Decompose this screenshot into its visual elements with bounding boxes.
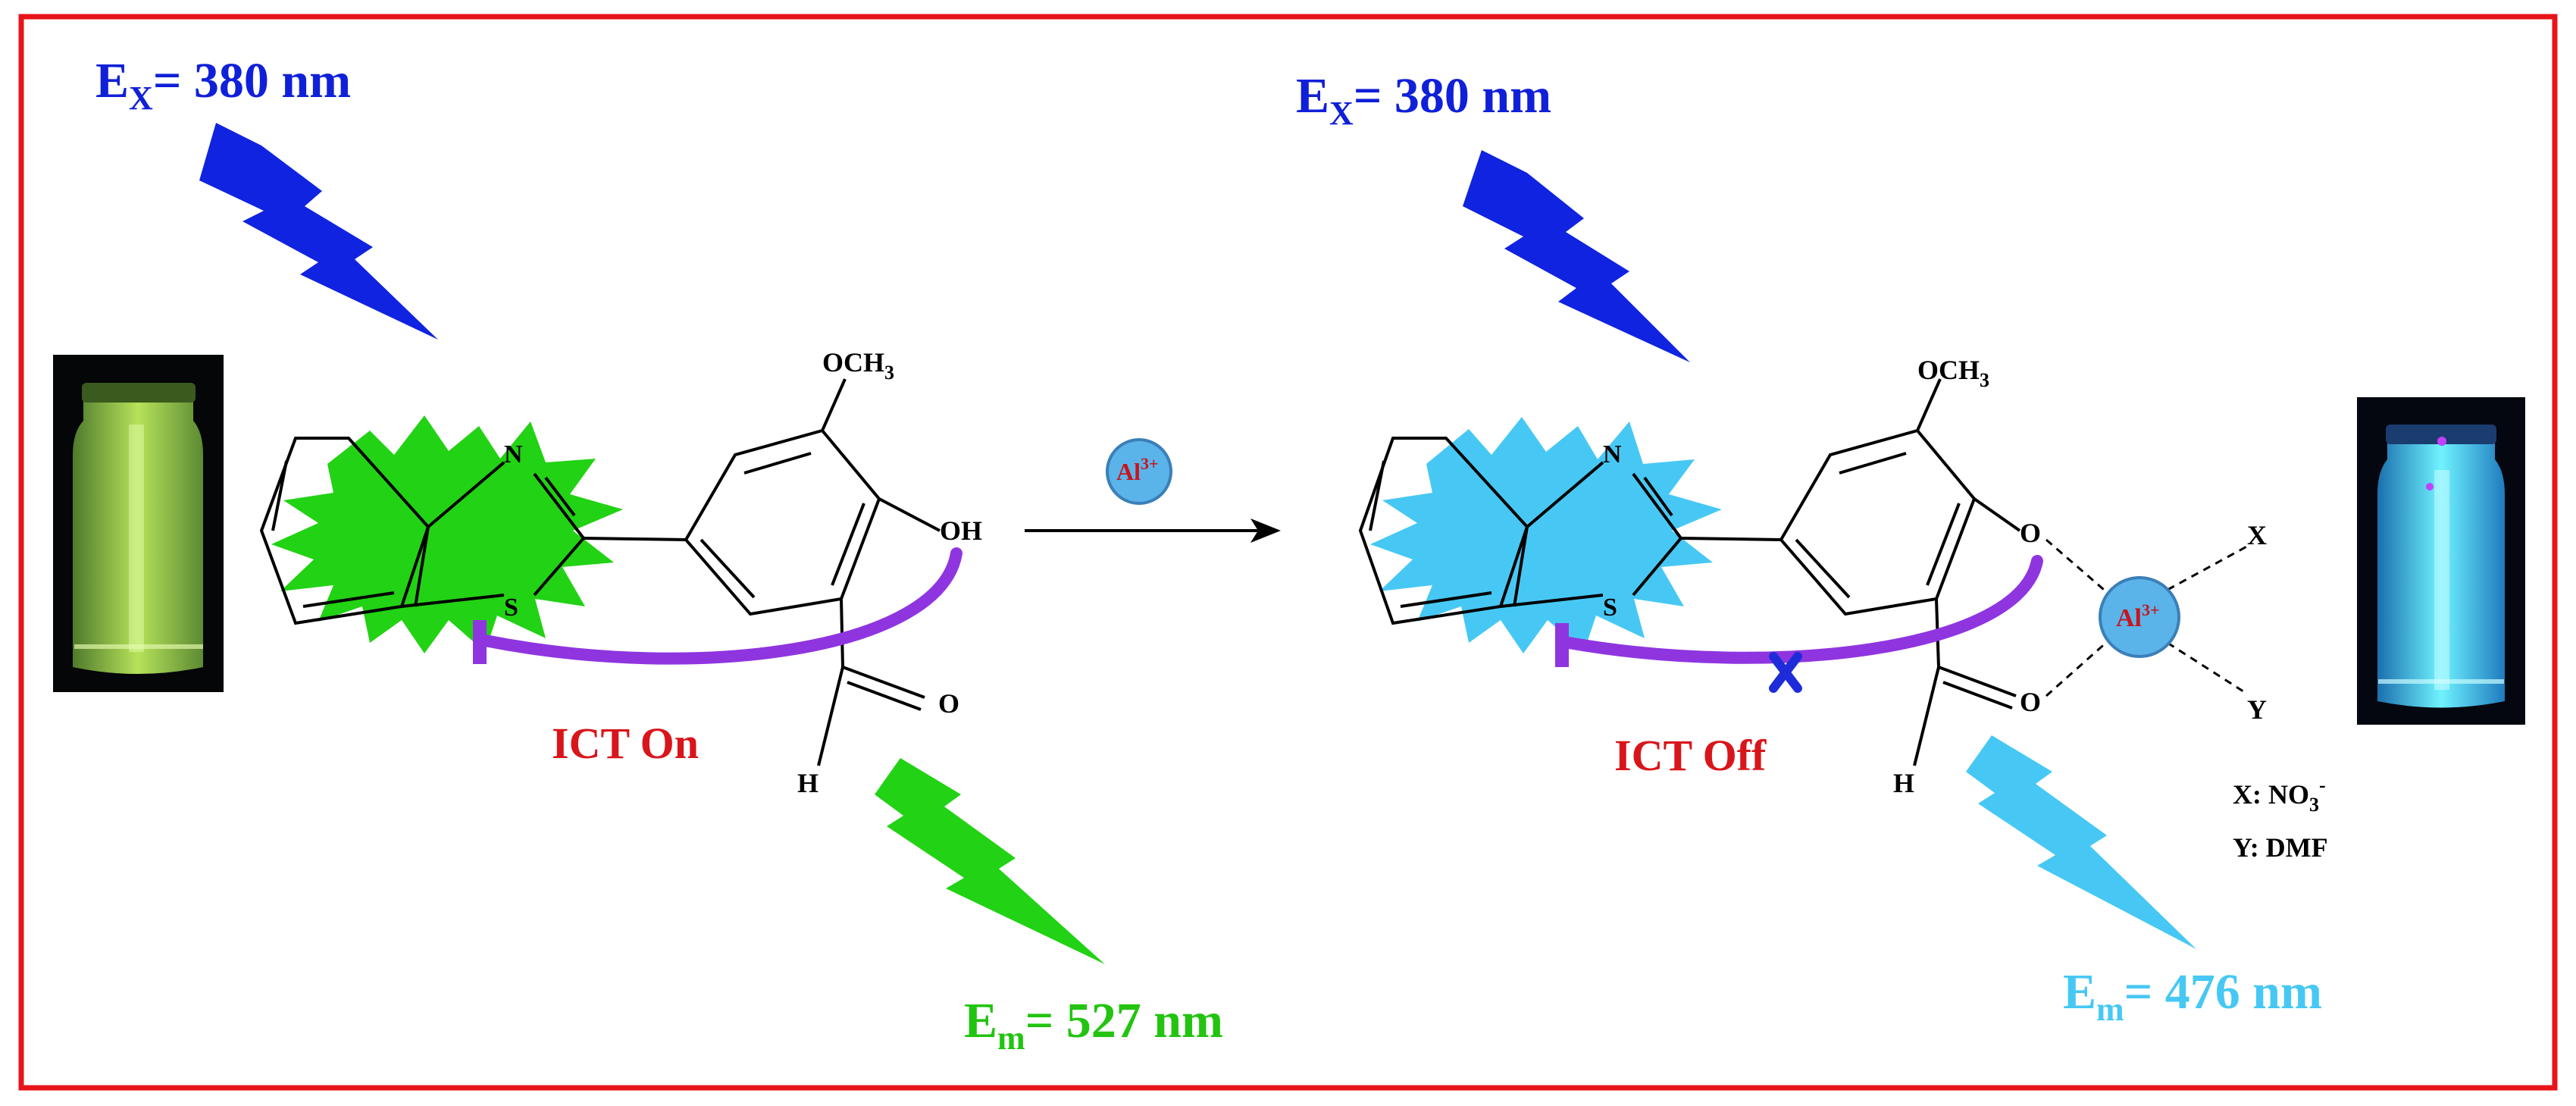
complex-al-circle	[2099, 576, 2180, 658]
figure-frame	[18, 14, 2558, 1091]
left-ict-label: ICT On	[552, 719, 699, 768]
ligand-x-label: X	[2247, 520, 2267, 550]
coordination-bonds	[2045, 538, 2252, 697]
left-excitation-label: EX= 380 nm	[95, 53, 351, 117]
left-emission-label: Em= 527 nm	[964, 993, 1223, 1057]
right-sulfur-label: S	[1603, 594, 1617, 622]
left-excitation-bolt-icon	[199, 123, 438, 340]
right-vial-photo	[2357, 397, 2525, 725]
legend-y-definition: Y: DMF	[2233, 832, 2328, 863]
right-carbonyl-o-label: O	[2020, 687, 2041, 717]
ict-blocked-cross-icon	[1769, 652, 1802, 693]
reagent-al-circle	[1106, 438, 1172, 505]
right-excitation-label: EX= 380 nm	[1296, 68, 1551, 132]
left-emission-bolt-icon	[875, 758, 1105, 964]
left-aldehyde-h-label: H	[797, 768, 818, 798]
right-emission-label: Em= 476 nm	[2063, 964, 2322, 1028]
left-methoxy-label: OCH3	[822, 347, 894, 384]
right-emission-bolt-icon	[1966, 735, 2196, 949]
left-ict-arrow	[479, 547, 962, 665]
left-sulfur-label: S	[504, 594, 518, 622]
legend-x-definition: X: NO3-	[2233, 774, 2326, 816]
right-excitation-bolt-icon	[1463, 150, 1690, 362]
left-nitrogen-label: N	[504, 440, 523, 468]
right-ict-arrow	[1563, 555, 2043, 664]
ligand-y-label: Y	[2247, 694, 2267, 725]
left-hydroxyl-label: OH	[940, 515, 982, 546]
reaction-arrowhead	[1250, 519, 1281, 543]
left-vial-photo	[53, 355, 224, 692]
right-phenoxide-label: O	[2020, 518, 2041, 548]
complex-al-label: Al3+	[2116, 600, 2160, 632]
left-carbonyl-o-label: O	[938, 688, 959, 719]
right-methoxy-label: OCH3	[1917, 355, 1989, 391]
right-aldehyde-h-label: H	[1893, 768, 1914, 798]
right-nitrogen-label: N	[1603, 440, 1622, 468]
reagent-al-label: Al3+	[1116, 454, 1159, 485]
right-ict-label: ICT Off	[1614, 731, 1767, 780]
